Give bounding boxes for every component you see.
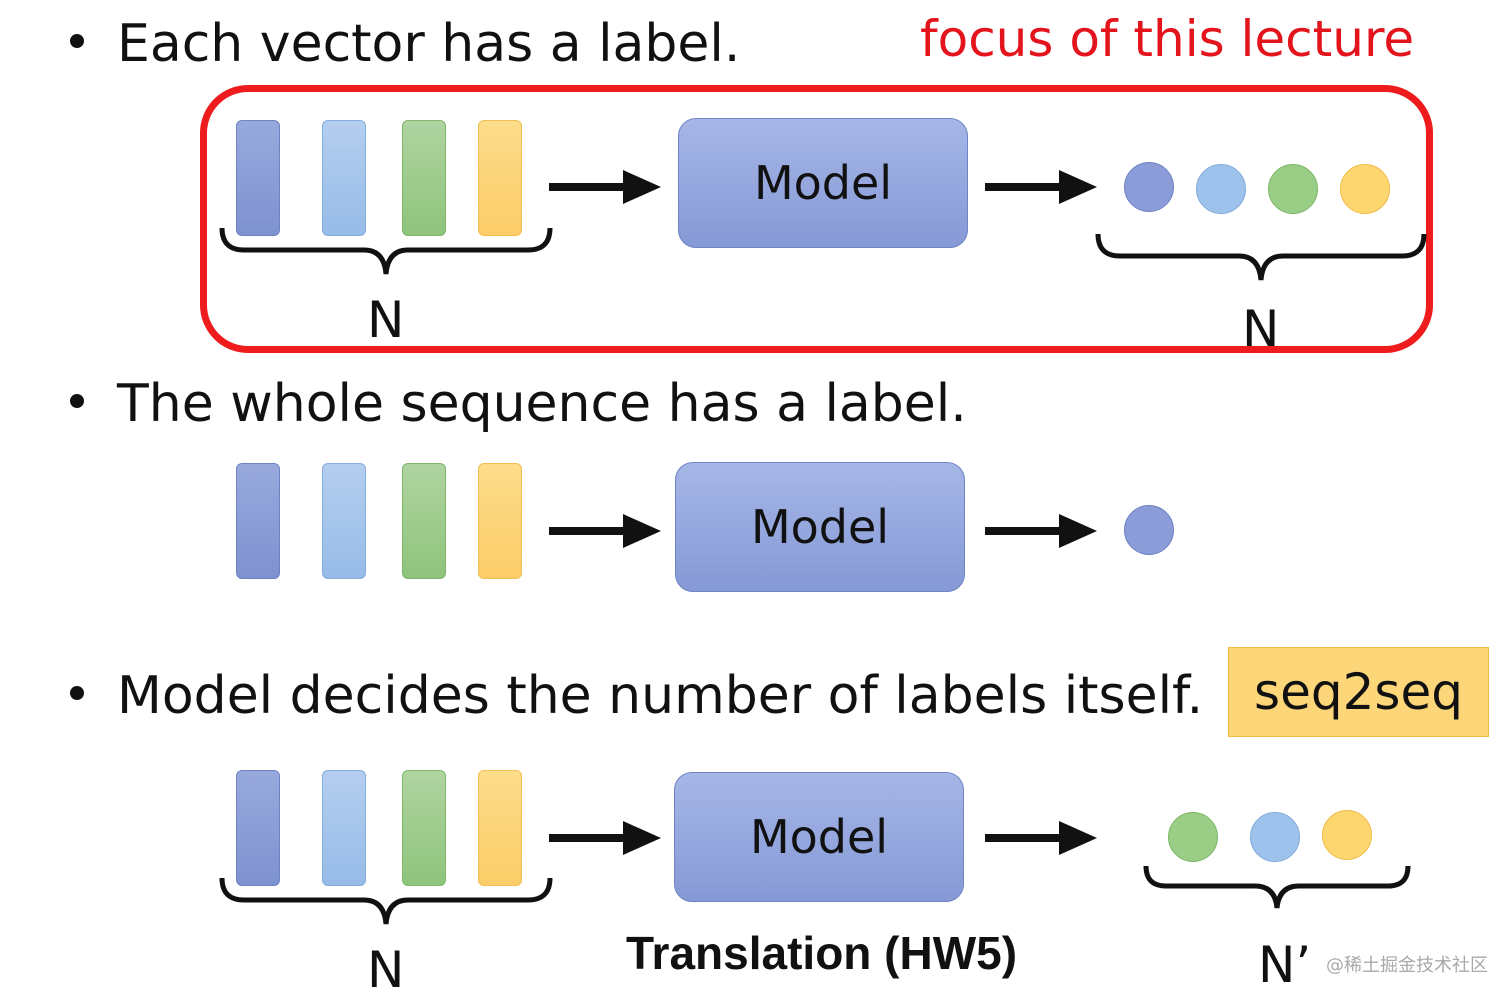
output-count-label: N [1242,300,1280,358]
input-brace [219,877,553,925]
output-label-1 [1124,162,1174,212]
input-vector-3 [402,120,446,236]
input-vector-2 [322,120,366,236]
output-label-1 [1168,812,1218,862]
input-vector-4 [478,463,522,579]
focus-note: focus of this lecture [920,10,1415,68]
arrow-right-icon [549,821,661,855]
bullet-whole-sequence-label: The whole sequence has a label. [117,374,967,434]
model-label: Model [753,156,893,210]
input-vector-4 [478,770,522,886]
input-vector-1 [236,120,280,236]
model-block: Model [678,118,968,248]
output-label-2 [1196,164,1246,214]
output-label-4 [1340,164,1390,214]
input-vector-1 [236,770,280,886]
input-vector-3 [402,463,446,579]
arrow-right-icon [985,170,1097,204]
arrow-right-icon [985,514,1097,548]
arrow-right-icon [549,170,661,204]
bullet-each-vector-label: Each vector has a label. [117,14,741,74]
output-label-3 [1268,164,1318,214]
output-label-2 [1250,812,1300,862]
input-vector-2 [322,463,366,579]
input-vector-2 [322,770,366,886]
seq2seq-tag: seq2seq [1228,647,1489,737]
arrow-right-icon [549,514,661,548]
input-count-label: N [367,941,405,999]
input-brace [219,227,553,275]
output-count-label: N’ [1258,936,1312,994]
input-count-label: N [367,291,405,349]
model-block: Model [675,462,965,592]
model-block: Model [674,772,964,902]
bullet-marker [70,394,84,408]
output-label-single [1124,505,1174,555]
arrow-right-icon [985,821,1097,855]
model-label: Model [749,810,889,864]
bullet-model-decides: Model decides the number of labels itsel… [117,666,1204,726]
bullet-marker [70,686,84,700]
translation-caption: Translation (HW5) [626,927,1018,979]
watermark: @稀土掘金技术社区 [1326,955,1488,976]
bullet-marker [70,34,84,48]
seq2seq-tag-label: seq2seq [1254,663,1463,721]
model-label: Model [750,500,890,554]
output-brace [1143,865,1411,909]
input-vector-1 [236,463,280,579]
focus-highlight-box [200,85,1433,353]
input-vector-4 [478,120,522,236]
output-label-3 [1322,810,1372,860]
output-brace [1095,233,1427,281]
input-vector-3 [402,770,446,886]
